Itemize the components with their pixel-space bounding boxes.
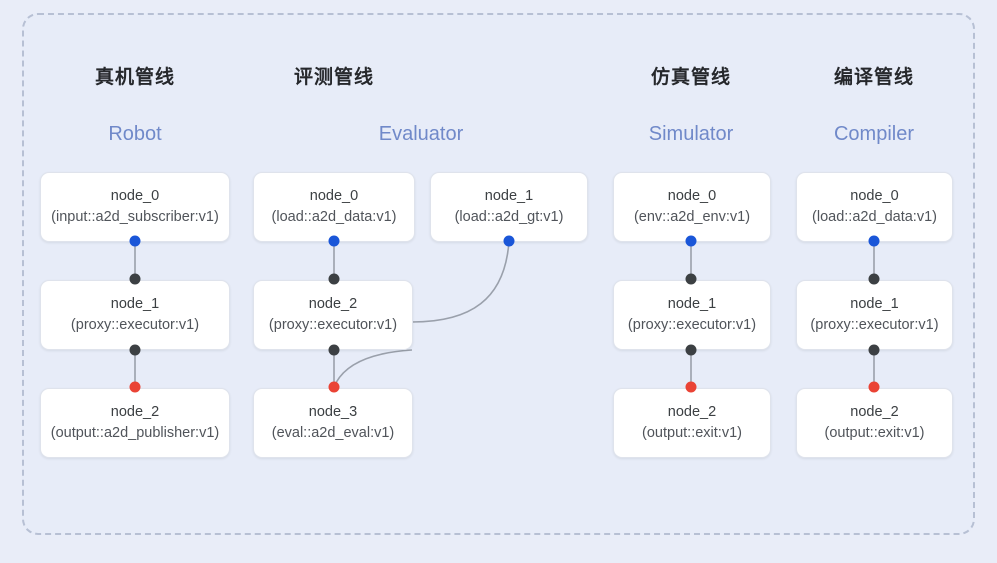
node-evaluator-1[interactable]: node_1 (load::a2d_gt:v1) xyxy=(430,172,588,242)
port-dot-sink-compiler-2 xyxy=(868,381,880,393)
node-type: (proxy::executor:v1) xyxy=(70,317,200,333)
node-type: (proxy::executor:v1) xyxy=(627,317,757,333)
node-simulator-0[interactable]: node_0 (env::a2d_env:v1) xyxy=(613,172,771,242)
node-compiler-0[interactable]: node_0 (load::a2d_data:v1) xyxy=(796,172,953,242)
port-dot-source-evaluator-1 xyxy=(503,235,515,247)
node-id: node_3 xyxy=(308,403,358,420)
port-dot-output-simulator-1 xyxy=(685,344,697,356)
node-id: node_1 xyxy=(667,295,717,312)
node-evaluator-2[interactable]: node_2 (proxy::executor:v1) xyxy=(253,280,413,350)
node-type: (output::exit:v1) xyxy=(824,425,925,441)
node-id: node_0 xyxy=(110,187,160,204)
node-type: (proxy::executor:v1) xyxy=(268,317,398,333)
node-id: node_2 xyxy=(308,295,358,312)
node-type: (eval::a2d_eval:v1) xyxy=(271,425,395,441)
node-id: node_0 xyxy=(309,187,359,204)
node-simulator-1[interactable]: node_1 (proxy::executor:v1) xyxy=(613,280,771,350)
node-id: node_0 xyxy=(667,187,717,204)
node-id: node_0 xyxy=(850,187,899,204)
port-dot-input-simulator-1 xyxy=(685,273,697,285)
node-id: node_2 xyxy=(850,403,899,420)
port-dot-input-robot-1 xyxy=(129,273,141,285)
node-compiler-1[interactable]: node_1 (proxy::executor:v1) xyxy=(796,280,953,350)
node-robot-1[interactable]: node_1 (proxy::executor:v1) xyxy=(40,280,230,350)
node-type: (load::a2d_data:v1) xyxy=(271,209,397,225)
node-type: (input::a2d_subscriber:v1) xyxy=(51,209,219,225)
node-id: node_2 xyxy=(110,403,160,420)
port-dot-sink-simulator-2 xyxy=(685,381,697,393)
node-type: (output::exit:v1) xyxy=(642,425,742,441)
node-robot-0[interactable]: node_0 (input::a2d_subscriber:v1) xyxy=(40,172,230,242)
node-evaluator-3[interactable]: node_3 (eval::a2d_eval:v1) xyxy=(253,388,413,458)
node-type: (load::a2d_gt:v1) xyxy=(454,209,564,225)
node-compiler-2[interactable]: node_2 (output::exit:v1) xyxy=(796,388,953,458)
node-id: node_1 xyxy=(484,187,534,204)
node-id: node_1 xyxy=(110,295,160,312)
node-evaluator-0[interactable]: node_0 (load::a2d_data:v1) xyxy=(253,172,415,242)
port-dot-output-compiler-1 xyxy=(868,344,880,356)
port-dot-source-compiler-0 xyxy=(868,235,880,247)
port-dot-output-robot-1 xyxy=(129,344,141,356)
port-dot-source-evaluator-0 xyxy=(328,235,340,247)
node-id: node_2 xyxy=(667,403,717,420)
node-type: (load::a2d_data:v1) xyxy=(812,209,937,225)
port-dot-sink-robot-2 xyxy=(129,381,141,393)
port-dot-output-evaluator-2 xyxy=(328,344,340,356)
port-dot-sink-evaluator-3 xyxy=(328,381,340,393)
node-type: (proxy::executor:v1) xyxy=(810,317,939,333)
port-dot-source-robot-0 xyxy=(129,235,141,247)
port-dot-source-simulator-0 xyxy=(685,235,697,247)
node-simulator-2[interactable]: node_2 (output::exit:v1) xyxy=(613,388,771,458)
port-dot-input-evaluator-2 xyxy=(328,273,340,285)
node-type: (env::a2d_env:v1) xyxy=(633,209,751,225)
node-type: (output::a2d_publisher:v1) xyxy=(50,425,220,441)
port-dot-input-compiler-1 xyxy=(868,273,880,285)
node-id: node_1 xyxy=(850,295,899,312)
node-robot-2[interactable]: node_2 (output::a2d_publisher:v1) xyxy=(40,388,230,458)
